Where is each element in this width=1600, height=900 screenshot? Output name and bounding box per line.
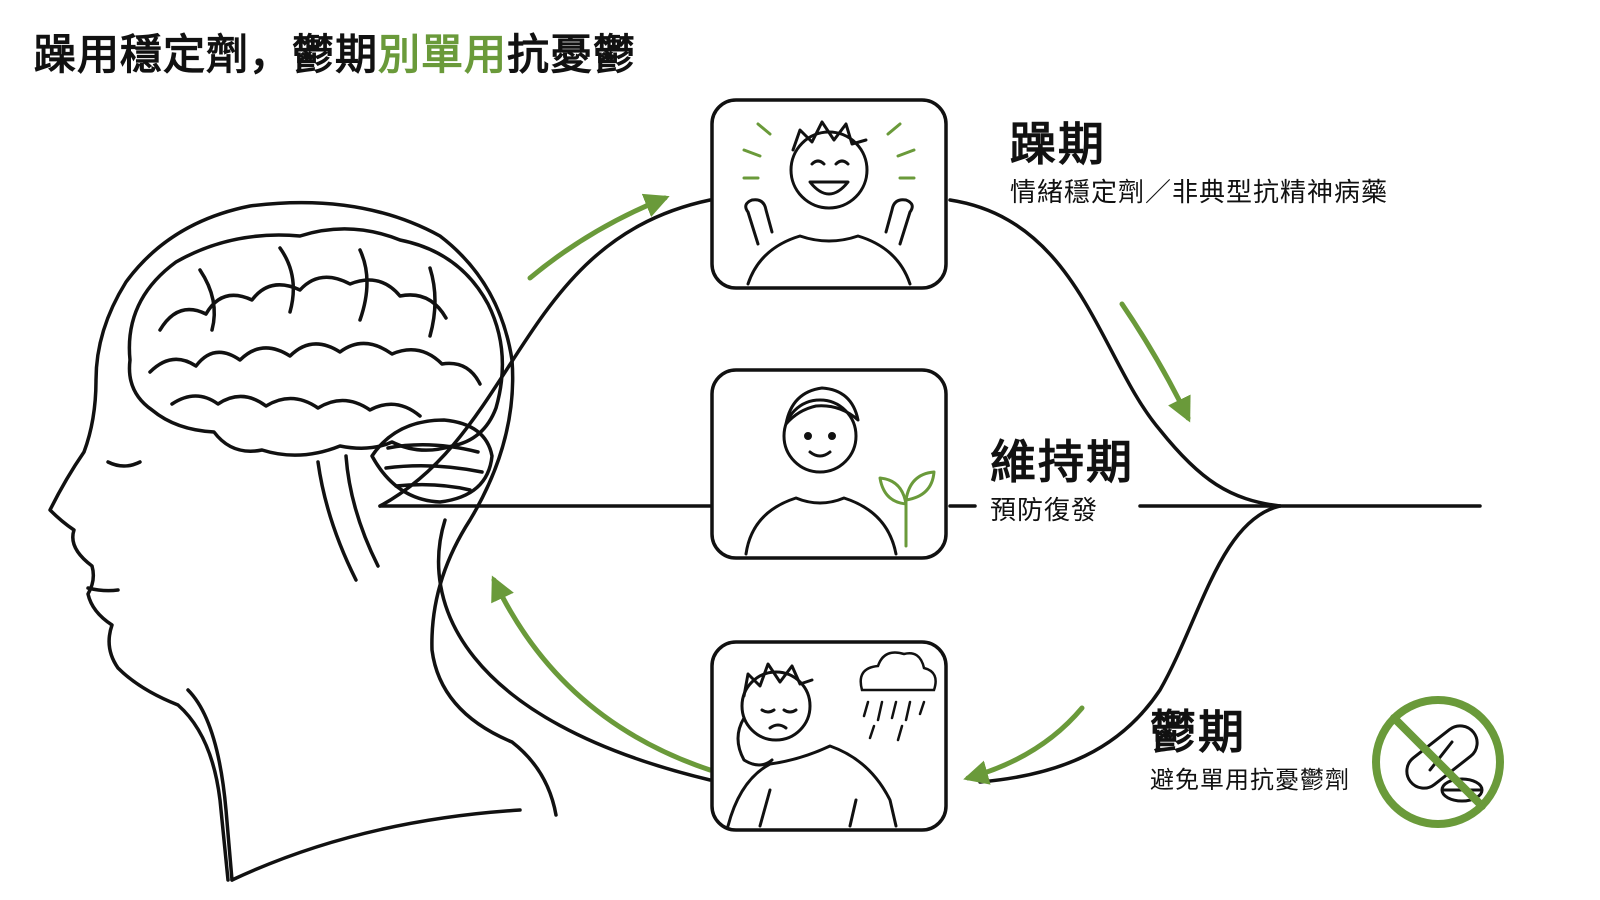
manic-phase-name: 躁期 [1010, 117, 1106, 171]
direction-arrows [491, 193, 1191, 785]
rain-cloud-icon [859, 651, 937, 742]
cycle-curves [378, 198, 1482, 784]
manic-phase-desc: 情緒穩定劑／非典型抗精神病藥 [1010, 177, 1389, 208]
depressive-phase-desc: 避免單用抗憂鬱劑 [1150, 765, 1350, 794]
head-profile-icon [48, 200, 558, 882]
page-title: 躁用穩定劑，鬱期別單用抗憂鬱 [34, 30, 636, 80]
title-part-2: 抗憂鬱 [507, 30, 637, 79]
maintenance-phase-label: 維持期 預防復發 [990, 436, 1134, 529]
depressed-person-icon [710, 640, 948, 832]
depressive-phase-name: 鬱期 [1150, 705, 1246, 759]
maintenance-phase-name: 維持期 [990, 435, 1134, 489]
depressive-phase-label: 鬱期 避免單用抗憂鬱劑 [1150, 706, 1350, 796]
manic-phase-label: 躁期 情緒穩定劑／非典型抗精神病藥 [1010, 118, 1388, 211]
calm-person-icon [710, 368, 948, 560]
arrow-from-depressive [491, 575, 713, 773]
manic-curve [378, 198, 712, 508]
arrow-to-depressive-box [963, 705, 1085, 785]
no-pill-icon [1372, 696, 1504, 828]
arrow-to-manic [527, 193, 670, 281]
depressive-curve-left [436, 518, 712, 782]
manic-person-icon [710, 98, 948, 290]
maintenance-phase-desc: 預防復發 [990, 495, 1099, 526]
sprout-icon [878, 470, 936, 548]
title-part-1: 躁用穩定劑，鬱期 [34, 30, 379, 79]
title-highlight: 別單用 [378, 30, 508, 79]
manic-curve-right [948, 198, 1282, 508]
depressive-curve-right [978, 504, 1282, 784]
arrow-from-manic [1119, 301, 1191, 423]
